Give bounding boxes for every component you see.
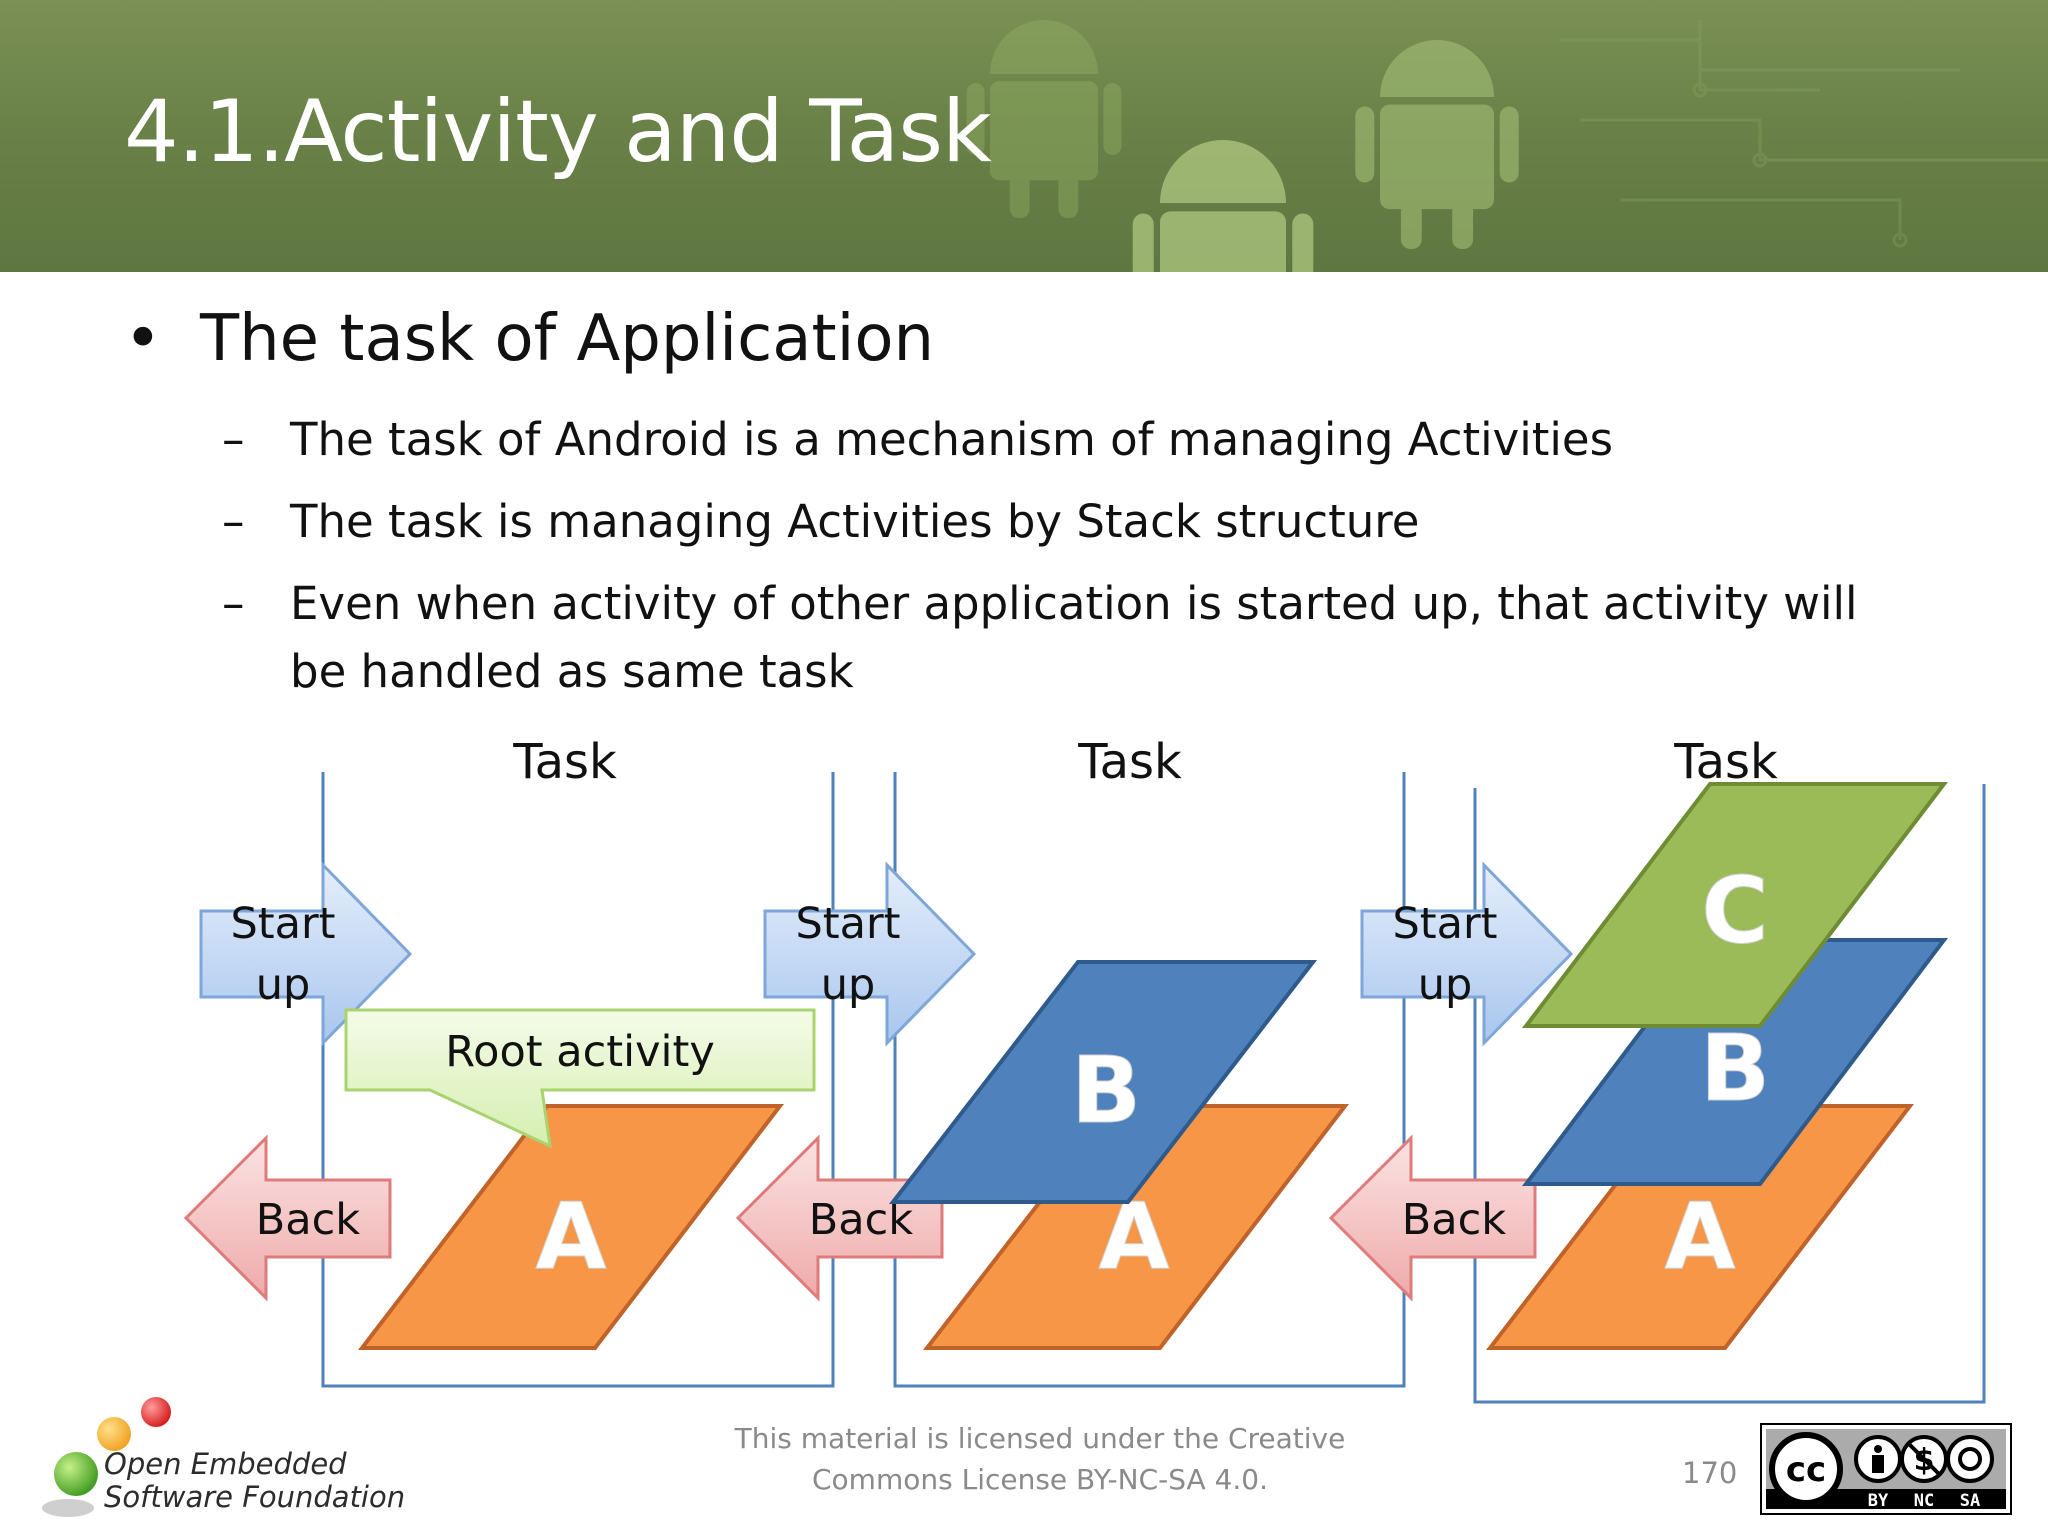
start-up-arrow: Start up	[1360, 861, 1574, 1047]
cc-icon	[1769, 1432, 1843, 1506]
start-up-label-line2: up	[1418, 960, 1473, 1010]
bullet-marker: •	[124, 302, 162, 376]
start-up-label-line1: Start	[230, 899, 335, 949]
main-bullet-text: The task of Application	[200, 302, 935, 376]
task-label: Task	[1077, 734, 1182, 790]
page-number: 170	[1682, 1456, 1738, 1490]
sub-bullet-text: The task of Android is a mechanism of ma…	[290, 413, 1614, 466]
root-activity-label: Root activity	[445, 1027, 715, 1077]
back-label: Back	[256, 1195, 360, 1245]
main-bullet: • The task of Application	[124, 302, 934, 376]
back-arrow: Back	[1328, 1134, 1537, 1302]
license-notice: This material is licensed under the Crea…	[700, 1418, 1380, 1500]
task-border	[1473, 784, 1986, 1404]
task-column-3: Task Start up A Back B C	[1328, 734, 1986, 1404]
task-border	[321, 772, 835, 1388]
android-robots-decoration	[966, 20, 2048, 272]
activity-a: A	[922, 1104, 1350, 1350]
sub-bullet-marker: –	[222, 577, 245, 630]
sub-bullet-2: – The task is managing Activities by Sta…	[222, 488, 1922, 556]
sub-bullet-text: Even when activity of other application …	[290, 577, 1858, 698]
back-arrow: Back	[735, 1134, 944, 1302]
slide-title: 4.1.Activity and Task	[124, 82, 992, 182]
oesf-logo-mark	[42, 1397, 171, 1517]
sub-bullet-1: – The task of Android is a mechanism of …	[222, 406, 1922, 474]
activity-b-label: B	[1700, 1015, 1770, 1122]
task-label: Task	[512, 734, 617, 790]
start-up-label-line2: up	[256, 960, 311, 1010]
logo-line-2: Software Foundation	[104, 1480, 406, 1514]
activity-b-label: B	[1071, 1037, 1141, 1144]
task-label: Task	[1673, 734, 1778, 790]
start-up-label-line1: Start	[1392, 899, 1497, 949]
logo-line-1: Open Embedded	[104, 1447, 347, 1481]
license-line-1: This material is licensed under the Crea…	[734, 1422, 1346, 1455]
svg-text:cc: cc	[1786, 1450, 1826, 1490]
cc-label-nc: NC	[1914, 1491, 1934, 1511]
activity-c: C	[1521, 782, 1949, 1028]
task-border	[893, 772, 1406, 1388]
license-line-2: Commons License BY-NC-SA 4.0.	[812, 1463, 1268, 1496]
task-column-1: Task Start up Back A Root activity	[183, 734, 835, 1388]
back-label: Back	[1402, 1195, 1506, 1245]
cc-by-nc-sa-badge: cc $ BY NC SA	[1760, 1423, 2012, 1515]
activity-a: A	[1485, 1104, 1915, 1350]
share-alike-icon	[1946, 1435, 1994, 1483]
activity-b: B	[888, 960, 1318, 1204]
sub-bullet-3: – Even when activity of other applicatio…	[222, 570, 1922, 706]
header-banner: 4.1.Activity and Task	[0, 0, 2048, 272]
cc-label-sa: SA	[1960, 1491, 1980, 1511]
activity-a-label: A	[1664, 1183, 1735, 1290]
sub-bullet-marker: –	[222, 413, 245, 466]
start-up-arrow: Start up	[763, 861, 977, 1047]
oesf-logo-text: Open Embedded Software Foundation	[104, 1448, 405, 1514]
start-up-arrow: Start up	[199, 861, 413, 1047]
cc-label-by: BY	[1868, 1491, 1889, 1511]
sub-bullet-marker: –	[222, 495, 245, 548]
back-arrow: Back	[183, 1134, 392, 1302]
start-up-label-line2: up	[821, 960, 876, 1010]
sub-bullet-text: The task is managing Activities by Stack…	[290, 495, 1420, 548]
activity-a: A	[357, 1104, 785, 1350]
activity-a-label: A	[1098, 1183, 1169, 1290]
activity-c-label: C	[1701, 857, 1769, 964]
activity-b: B	[1521, 938, 1949, 1186]
start-up-label-line1: Start	[795, 899, 900, 949]
task-column-2: Task Start up A Back B	[735, 734, 1406, 1388]
activity-a-label: A	[535, 1183, 606, 1290]
root-activity-callout: Root activity	[344, 1008, 816, 1149]
